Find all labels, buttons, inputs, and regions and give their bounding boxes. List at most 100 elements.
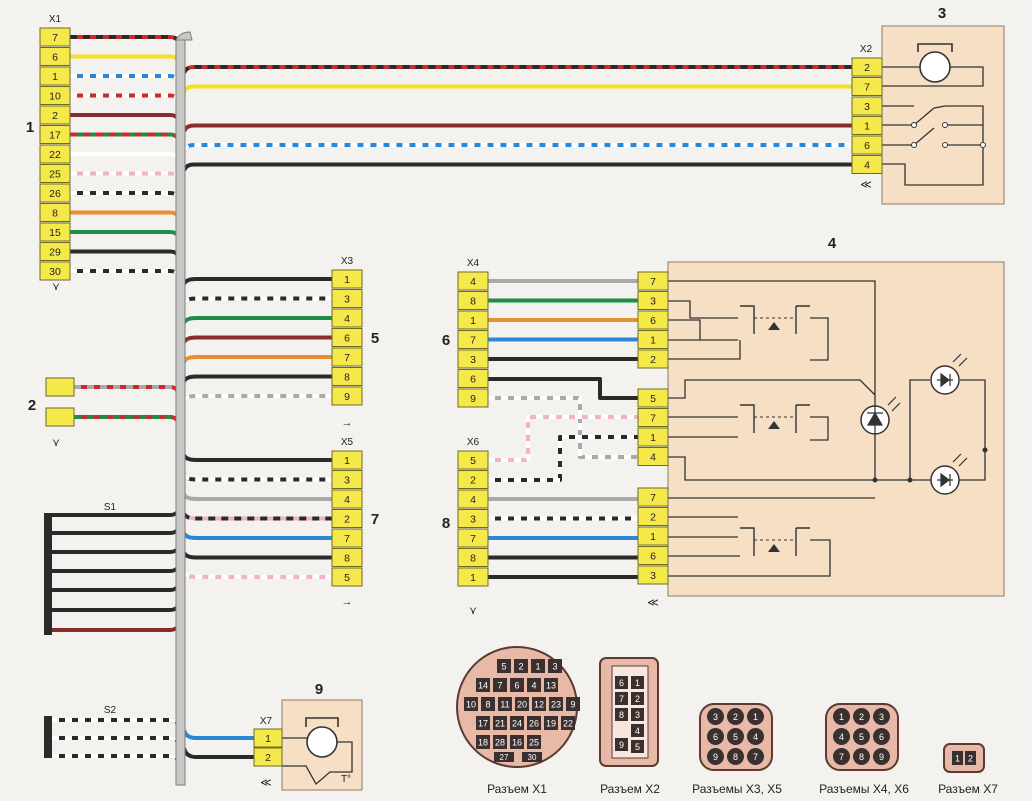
wire-core — [488, 377, 638, 400]
switch-label-s2: S2 — [104, 705, 117, 716]
pin-number: 1 — [635, 678, 640, 688]
pin-number: 8 — [344, 372, 350, 384]
connector-pin — [637, 427, 669, 447]
pin-number: 7 — [52, 32, 58, 44]
light-rays — [887, 396, 901, 412]
wire-core — [182, 123, 852, 133]
x1-pin — [514, 659, 528, 673]
wire-core — [70, 113, 180, 121]
pin-number: 21 — [495, 719, 505, 729]
wire-stripe — [70, 171, 180, 179]
connector-2-pin — [45, 407, 75, 427]
relay-contact — [768, 544, 780, 552]
pin-number: 7 — [619, 694, 624, 704]
thermo-switch — [282, 737, 353, 786]
s1-wire — [52, 624, 180, 632]
connector-pin — [331, 328, 363, 347]
connector-pins-layer: 7611021722252681529302731641346789134278… — [39, 27, 883, 767]
callout-number: 1 — [26, 119, 34, 136]
s2-wire — [52, 754, 180, 762]
connector-pin — [637, 349, 669, 369]
wire-stripe — [70, 191, 180, 199]
pin-number: 4 — [344, 313, 350, 325]
pin-number: 6 — [650, 551, 656, 563]
x3-wire — [182, 374, 332, 383]
x1-pin — [498, 697, 512, 711]
x4-wire — [488, 377, 638, 400]
switch-contact — [911, 142, 917, 148]
pin-number: 1 — [839, 712, 844, 722]
connector-pin — [39, 66, 71, 86]
callout-number: 2 — [28, 397, 36, 414]
wire-core — [182, 454, 332, 462]
callout-number: 5 — [371, 330, 379, 347]
pin-number: 1 — [535, 662, 540, 672]
pin-number: 3 — [344, 294, 350, 306]
pin-number: 2 — [859, 712, 864, 722]
connector-pin — [457, 470, 489, 489]
connector-pin — [331, 347, 363, 367]
wire-core — [182, 493, 332, 501]
wire-core — [182, 512, 332, 521]
relay-contact — [768, 421, 780, 429]
pin-number: 5 — [650, 393, 656, 405]
x2-pin — [615, 676, 628, 689]
pin-number: 6 — [52, 52, 58, 64]
connector-pin — [637, 291, 669, 310]
s1-wire — [52, 565, 180, 573]
connector-view-caption: Разъем X1 — [487, 782, 547, 796]
pin-number: 5 — [470, 455, 476, 467]
x4-pin — [873, 748, 890, 765]
connector-pin — [39, 203, 71, 222]
x3-wire — [182, 394, 332, 402]
x3-pin — [707, 748, 724, 765]
connector-pin — [457, 330, 489, 349]
pin-number: 2 — [518, 662, 523, 672]
pin-number: 1 — [864, 121, 870, 133]
callout-number: 8 — [442, 515, 450, 532]
pin-number: 3 — [344, 475, 350, 487]
s2-wire — [52, 736, 180, 744]
pin-number: 9 — [619, 740, 624, 750]
connector-pin — [331, 548, 363, 567]
connector-pin — [637, 388, 669, 408]
x1-pin — [510, 735, 524, 749]
connector-label-x5: X5 — [341, 437, 354, 448]
relay-frame — [740, 404, 810, 433]
pin-number: 18 — [478, 738, 488, 748]
pin-number: 2 — [470, 475, 476, 487]
connector-pin — [331, 386, 363, 406]
x1-pin — [510, 678, 524, 692]
pin-number: 6 — [713, 732, 718, 742]
connector-pin — [331, 528, 363, 548]
x1-wire — [70, 191, 180, 199]
connector-pin — [39, 222, 71, 242]
wire-stripe — [52, 754, 180, 762]
connector-pin — [457, 489, 489, 509]
pin-number: 26 — [529, 719, 539, 729]
pin-number: 8 — [52, 208, 58, 220]
pin-number: 17 — [49, 130, 61, 142]
connector-pin — [39, 242, 71, 261]
arrow-symbol: → — [342, 596, 353, 608]
connector-label-x7: X7 — [260, 716, 273, 727]
pin-number: 1 — [344, 274, 350, 286]
s1-wire — [52, 546, 180, 554]
x1-wire — [70, 210, 180, 218]
pin-number: 5 — [859, 732, 864, 742]
x4-pin — [833, 708, 850, 725]
x3-pin — [747, 748, 764, 765]
pin-number: 4 — [650, 452, 656, 464]
connector-pin — [39, 47, 71, 66]
pin-number: 6 — [514, 681, 519, 691]
x1-pin — [493, 735, 507, 749]
pin-number: 3 — [879, 712, 884, 722]
x1-pin — [497, 659, 511, 673]
x2-pin — [631, 676, 644, 689]
wire-core — [182, 296, 332, 305]
wire-core — [182, 532, 332, 540]
wire-core — [52, 624, 180, 632]
connector-pin — [331, 470, 363, 489]
x1-pin — [527, 678, 541, 692]
device-3-body — [881, 25, 1005, 205]
